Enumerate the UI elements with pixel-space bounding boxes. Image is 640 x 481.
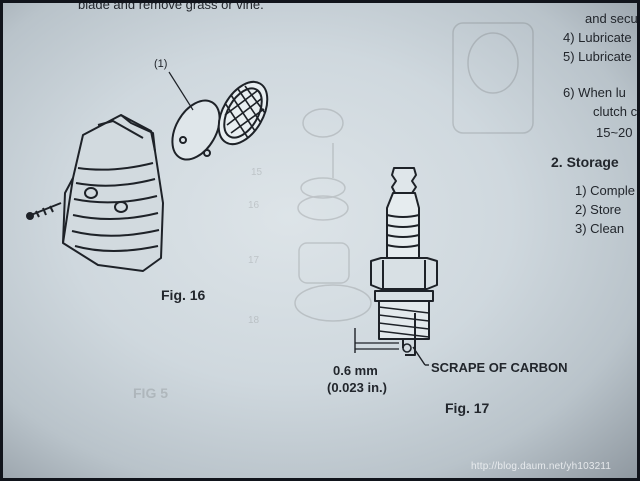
fig17-caption: Fig. 17 (445, 400, 490, 416)
storage-item: 2) Store (575, 202, 622, 217)
svg-text:15: 15 (251, 167, 263, 178)
manual-illustrations: FIG 5 17 16 15 18 (26, 22, 534, 401)
storage-heading: 2. Storage (551, 154, 619, 170)
fig16-callout-label: (1) (154, 58, 168, 70)
top-partial-text: blade and remove grass or vine. (78, 3, 264, 12)
right-column-line: clutch c (593, 104, 637, 119)
right-column-line: 6) When lu (563, 85, 626, 100)
storage-item: 3) Clean (575, 221, 625, 236)
fig17-gap-in: (0.023 in.) (327, 380, 387, 395)
blog-watermark: http://blog.daum.net/yh103211 (471, 461, 612, 472)
storage-item: 1) Comple (575, 183, 635, 198)
fig17-spark-plug-drawing (354, 167, 438, 366)
svg-text:18: 18 (248, 315, 260, 326)
fig17-gap-mm: 0.6 mm (333, 363, 378, 378)
fig17-scrape-label: SCRAPE OF CARBON (431, 360, 568, 375)
manual-page-photo: FIG 5 17 16 15 18 (3, 3, 637, 478)
fig16-caption: Fig. 16 (161, 287, 206, 303)
svg-text:16: 16 (248, 200, 260, 211)
show-through-ghost-drawings: FIG 5 17 16 15 18 (133, 22, 534, 401)
fig16-air-filter-drawing (26, 71, 269, 272)
svg-text:17: 17 (248, 255, 260, 266)
right-column-line: and secu (585, 11, 637, 26)
right-column-line: 4) Lubricate (563, 30, 632, 45)
right-column-line: 15~20 h (596, 125, 637, 140)
svg-text:FIG 5: FIG 5 (133, 385, 168, 401)
right-column-line: 5) Lubricate (563, 49, 632, 64)
